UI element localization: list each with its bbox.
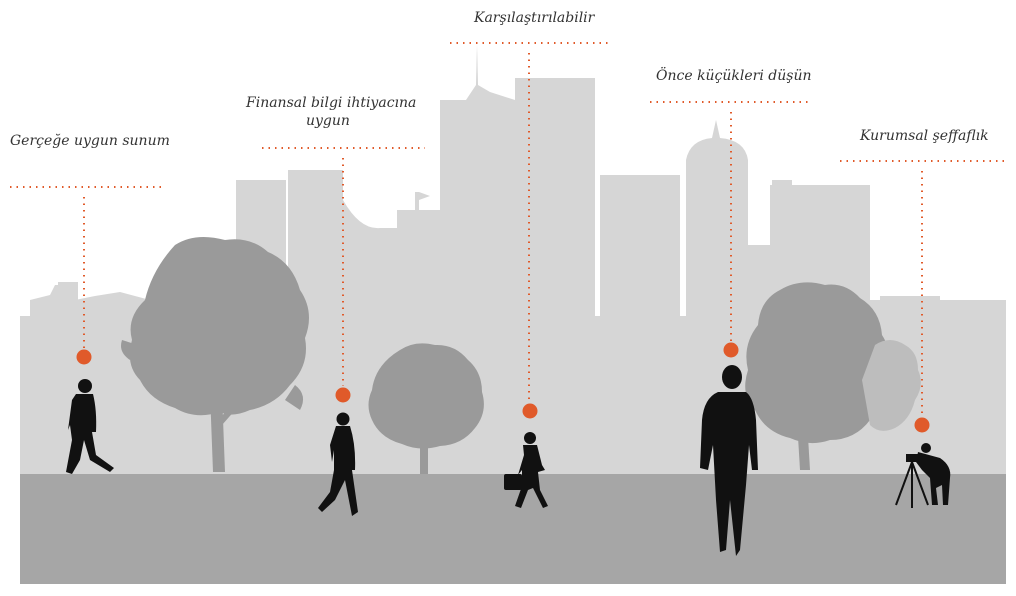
tree-left bbox=[121, 236, 309, 472]
callout-dot-1 bbox=[76, 349, 92, 365]
label-finansal-bilgi-ihtiyacina-uygun: Finansal bilgi ihtiyacına uygun bbox=[246, 94, 446, 130]
callout-dot-5 bbox=[914, 417, 930, 433]
tree-far-right bbox=[862, 340, 921, 431]
callout-dot-3 bbox=[522, 403, 538, 419]
label-kurumsal-seffaflik: Kurumsal şeffaflık bbox=[860, 128, 989, 144]
walking-woman-silhouette bbox=[504, 432, 548, 508]
callout-dots bbox=[76, 342, 930, 433]
label-karsilastirilabilir: Karşılaştırılabilir bbox=[474, 10, 595, 26]
tree-center bbox=[368, 343, 484, 474]
ground bbox=[20, 474, 1006, 584]
walking-man-2-silhouette bbox=[318, 412, 358, 516]
label-finansal-bilgi-line2: uygun bbox=[306, 113, 350, 129]
walking-man-silhouette bbox=[66, 379, 114, 474]
callout-dot-4 bbox=[723, 342, 739, 358]
callout-lines bbox=[10, 42, 1004, 416]
callout-dot-2 bbox=[335, 387, 351, 403]
label-once-kucukleri-dusun: Önce küçükleri düşün bbox=[656, 68, 812, 84]
tree-right bbox=[745, 282, 890, 470]
label-gercege-uygun-sunum: Gerçeğe uygun sunum bbox=[10, 133, 170, 149]
photographer-with-tripod-silhouette bbox=[895, 443, 951, 508]
standing-businessman-silhouette bbox=[700, 365, 758, 556]
label-finansal-bilgi-line1: Finansal bilgi ihtiyacına bbox=[246, 95, 417, 111]
